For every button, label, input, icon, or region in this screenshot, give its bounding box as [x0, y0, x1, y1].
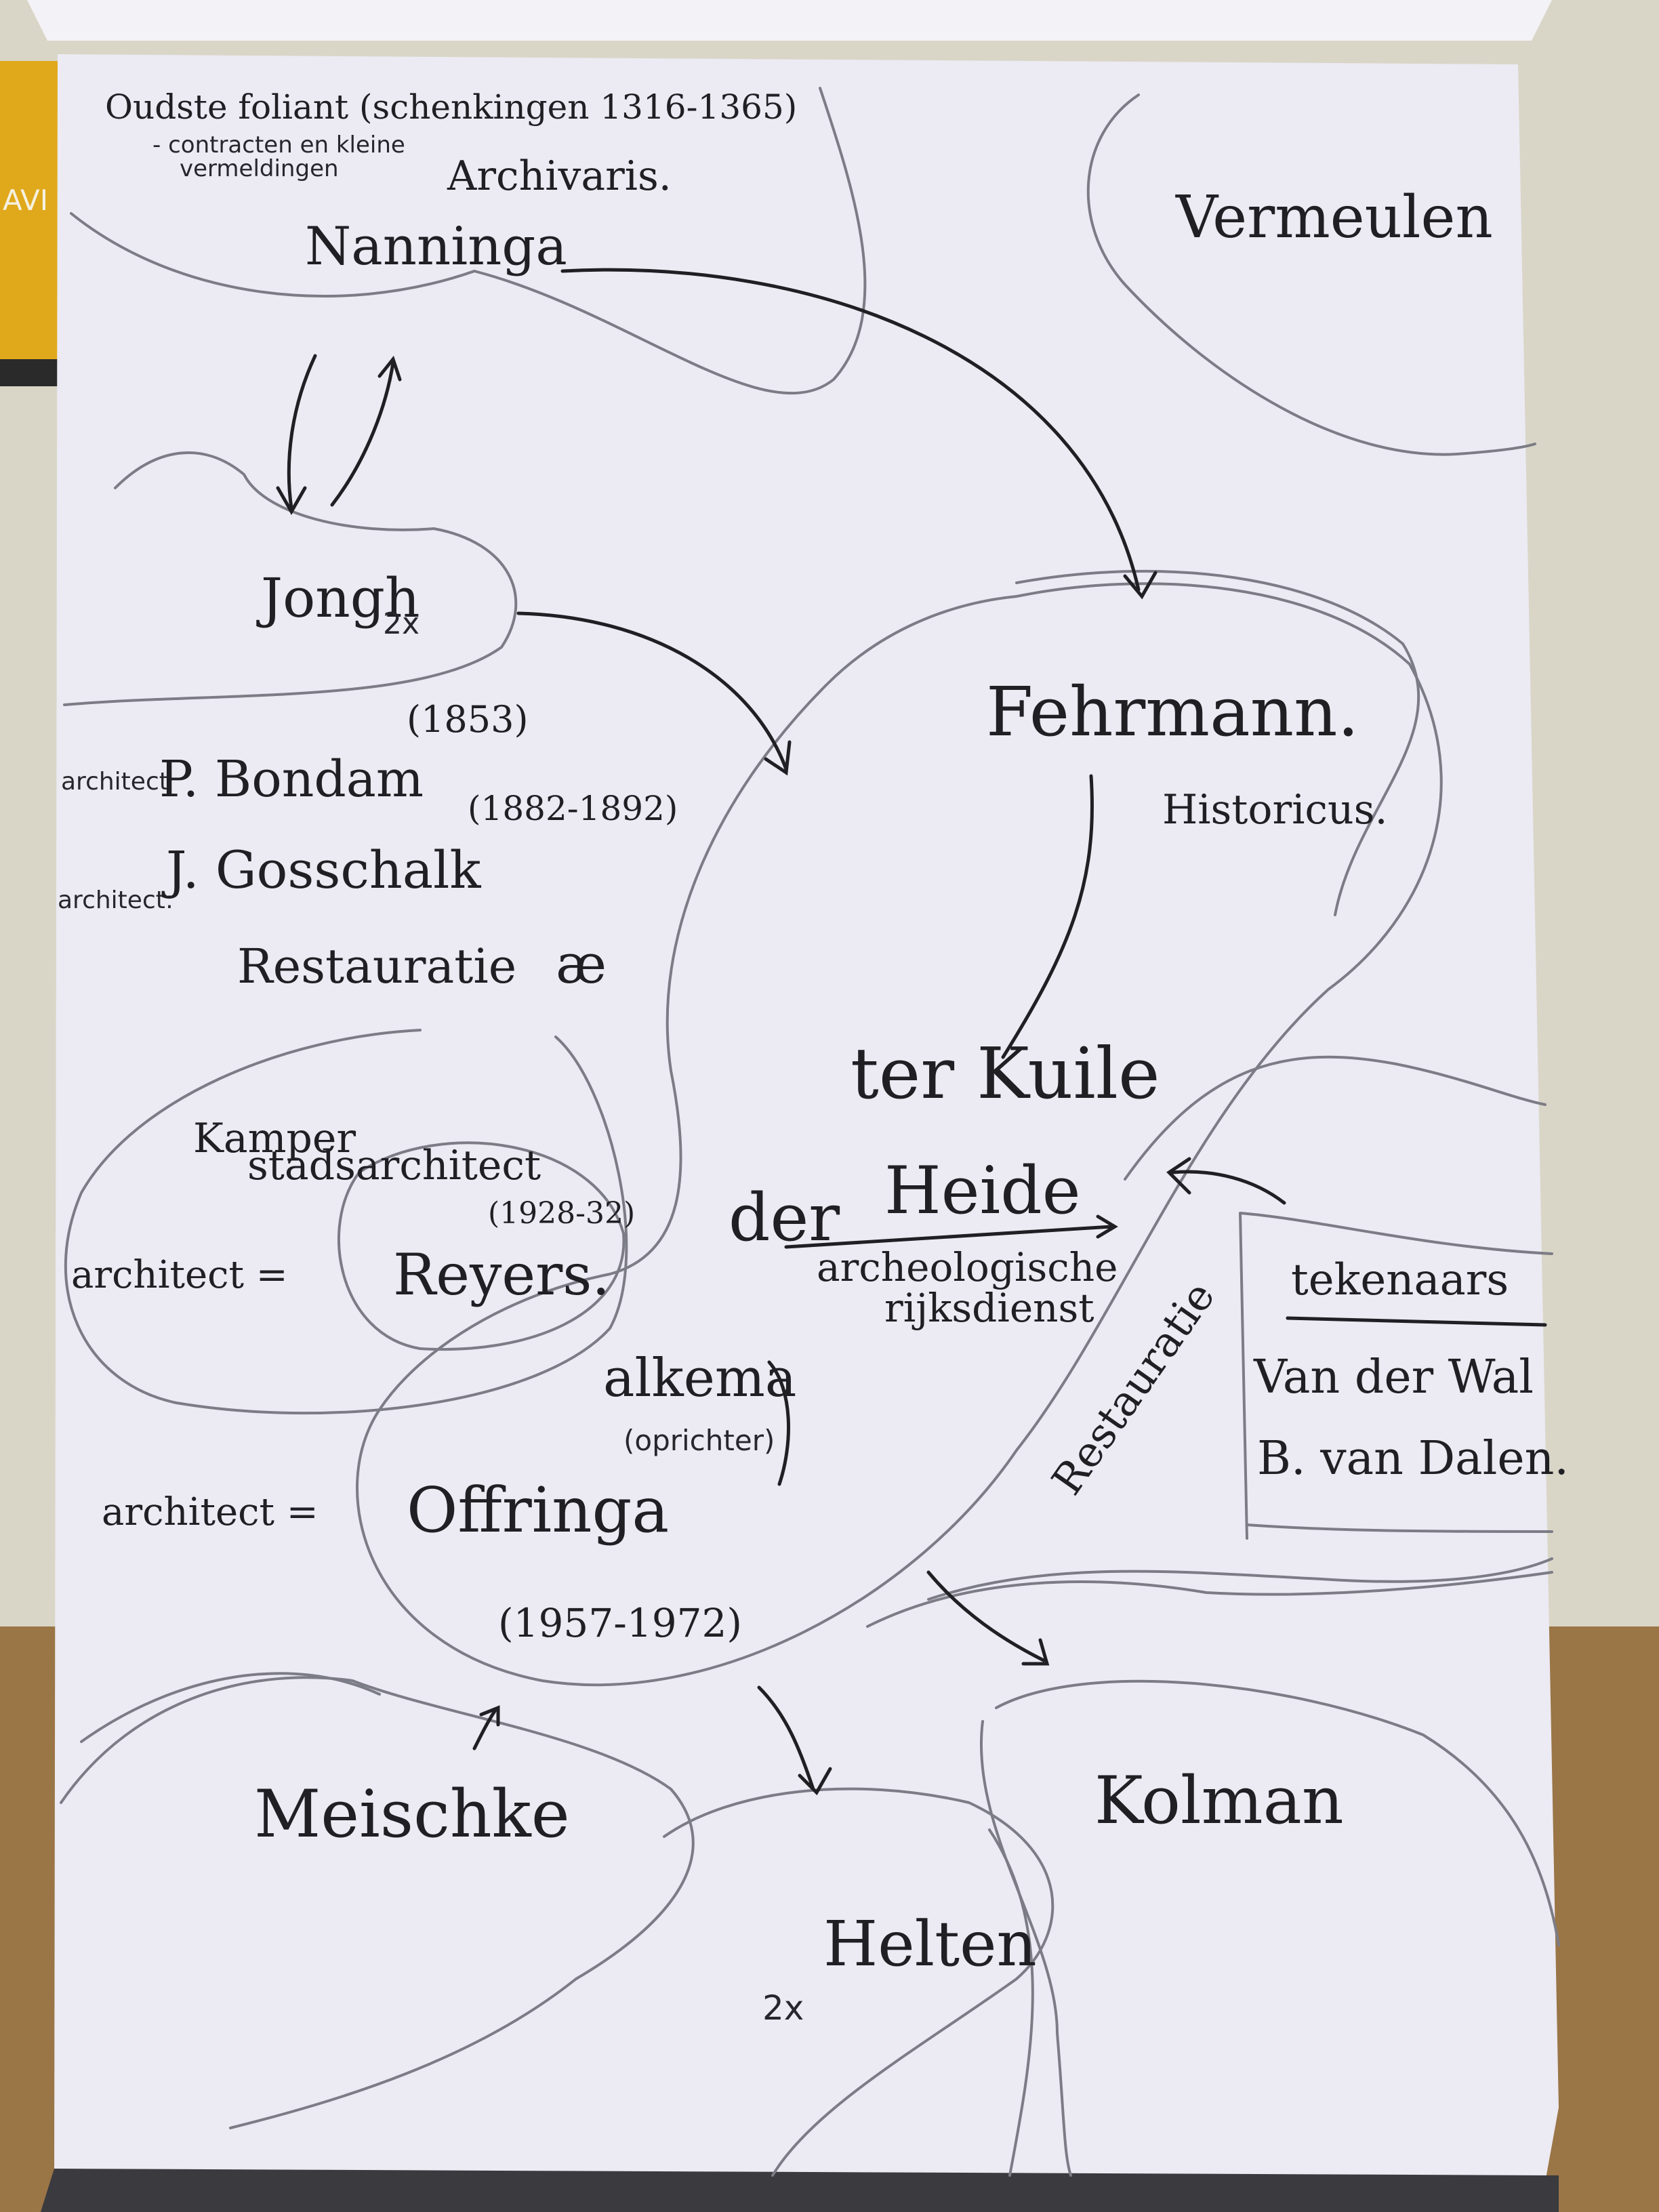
label-ter-kuile: ter Kuile [851, 1032, 1160, 1115]
region-vermeulen [1086, 94, 1536, 456]
label-nanninga: Nanninga [305, 216, 567, 277]
line-fehrmann-kuile [1001, 774, 1094, 1059]
label-vermeulen: Vermeulen [1175, 184, 1493, 251]
label-jongh: Jongh [256, 567, 420, 630]
region-bottom-wave [866, 1571, 1553, 1628]
region-meischke-2 [80, 1672, 381, 1743]
label-contracten: - contracten en kleine [152, 131, 405, 159]
label-reyers-years: (1928-32) [488, 1196, 635, 1231]
arrow-central-helten [757, 1685, 832, 1796]
book-spine-text: AVI [3, 184, 48, 217]
region-central-inner [1015, 569, 1420, 916]
region-helten [663, 1787, 1054, 2177]
label-gosschalk-years: (1882-1892) [468, 789, 678, 828]
label-meischke: Meischke [254, 1776, 570, 1852]
label-helten: Helten [823, 1908, 1037, 1980]
label-archeologische: archeologische [817, 1244, 1118, 1290]
region-kolman [995, 1679, 1560, 1946]
label-architect-eq-1: architect = [71, 1253, 288, 1297]
top-sheet-edge [27, 0, 1552, 41]
region-reyers [337, 1141, 626, 1351]
label-rijksdienst: rijksdienst [884, 1285, 1094, 1331]
tekenaars-underline [1286, 1316, 1547, 1327]
label-alkema: alkema [603, 1348, 796, 1409]
label-fehrmann: Fehrmann. [986, 672, 1359, 752]
flipchart-paper [54, 54, 1559, 2182]
arrow-meischke-offringa [472, 1705, 500, 1750]
region-bottom-wave-2 [927, 1557, 1553, 1601]
label-architect-1: architect [61, 768, 169, 796]
label-heide: Heide [884, 1153, 1081, 1229]
pencil-regions [60, 87, 1560, 2177]
region-helten-2 [988, 1828, 1034, 2177]
label-gosschalk: J. Gosschalk [161, 840, 481, 900]
fabric-bottom [41, 2169, 1559, 2212]
label-kolman: Kolman [1094, 1763, 1344, 1839]
label-bondam: P. Bondam [159, 750, 424, 808]
label-helten-count: 2x [762, 1988, 804, 2028]
region-tekenaars [1239, 1212, 1553, 1540]
arrow-nanninga-fehrmann [560, 268, 1158, 600]
label-der: der [729, 1180, 840, 1256]
label-jongh-count: 2x [383, 607, 419, 641]
label-offringa: Offringa [407, 1474, 669, 1547]
label-oudste-foliant: Oudste foliant (schenkingen 1316-1365) [105, 87, 797, 127]
label-historicus: Historicus. [1162, 786, 1388, 834]
label-bondam-year: (1853) [407, 698, 529, 741]
region-right-wave [1124, 1055, 1547, 1181]
label-architect-2: architect: [58, 886, 173, 914]
region-central [356, 582, 1443, 1687]
label-offringa-years: (1957-1972) [498, 1600, 742, 1646]
label-reyers: Reyers. [393, 1242, 610, 1308]
label-stadsarchitect: stadsarchitect [247, 1142, 541, 1189]
label-kamper: Kamper [193, 1115, 356, 1162]
arrow-jongh-terkuile [516, 611, 792, 776]
label-archivaris: Archivaris. [447, 152, 672, 200]
ink-arrows [276, 268, 1547, 1796]
label-tekenaars: tekenaars [1291, 1255, 1509, 1305]
label-restauratie-1: Restauratie [237, 939, 516, 994]
arrow-nanninga-jongh-down [276, 354, 317, 516]
label-vermeldingen: vermeldingen [180, 155, 339, 182]
label-architect-eq-2: architect = [102, 1490, 319, 1534]
scribble-mark: æ [556, 933, 607, 996]
alkema-bracket [767, 1360, 790, 1486]
label-van-dalen: B. van Dalen. [1257, 1432, 1569, 1486]
region-meischke [60, 1676, 695, 2129]
region-kolman-2 [980, 1720, 1072, 2177]
arrow-tekenaars-central [1166, 1157, 1286, 1205]
region-nanninga [70, 87, 867, 395]
heide-underline [784, 1214, 1118, 1249]
label-oprichter: (oprichter) [623, 1424, 775, 1457]
arrow-central-kolman [926, 1570, 1050, 1666]
arrow-jongh-nanninga-up [330, 355, 402, 507]
label-van-der-wal: Van der Wal [1253, 1351, 1534, 1404]
region-jongh [63, 451, 518, 706]
region-kamper [64, 1029, 628, 1415]
